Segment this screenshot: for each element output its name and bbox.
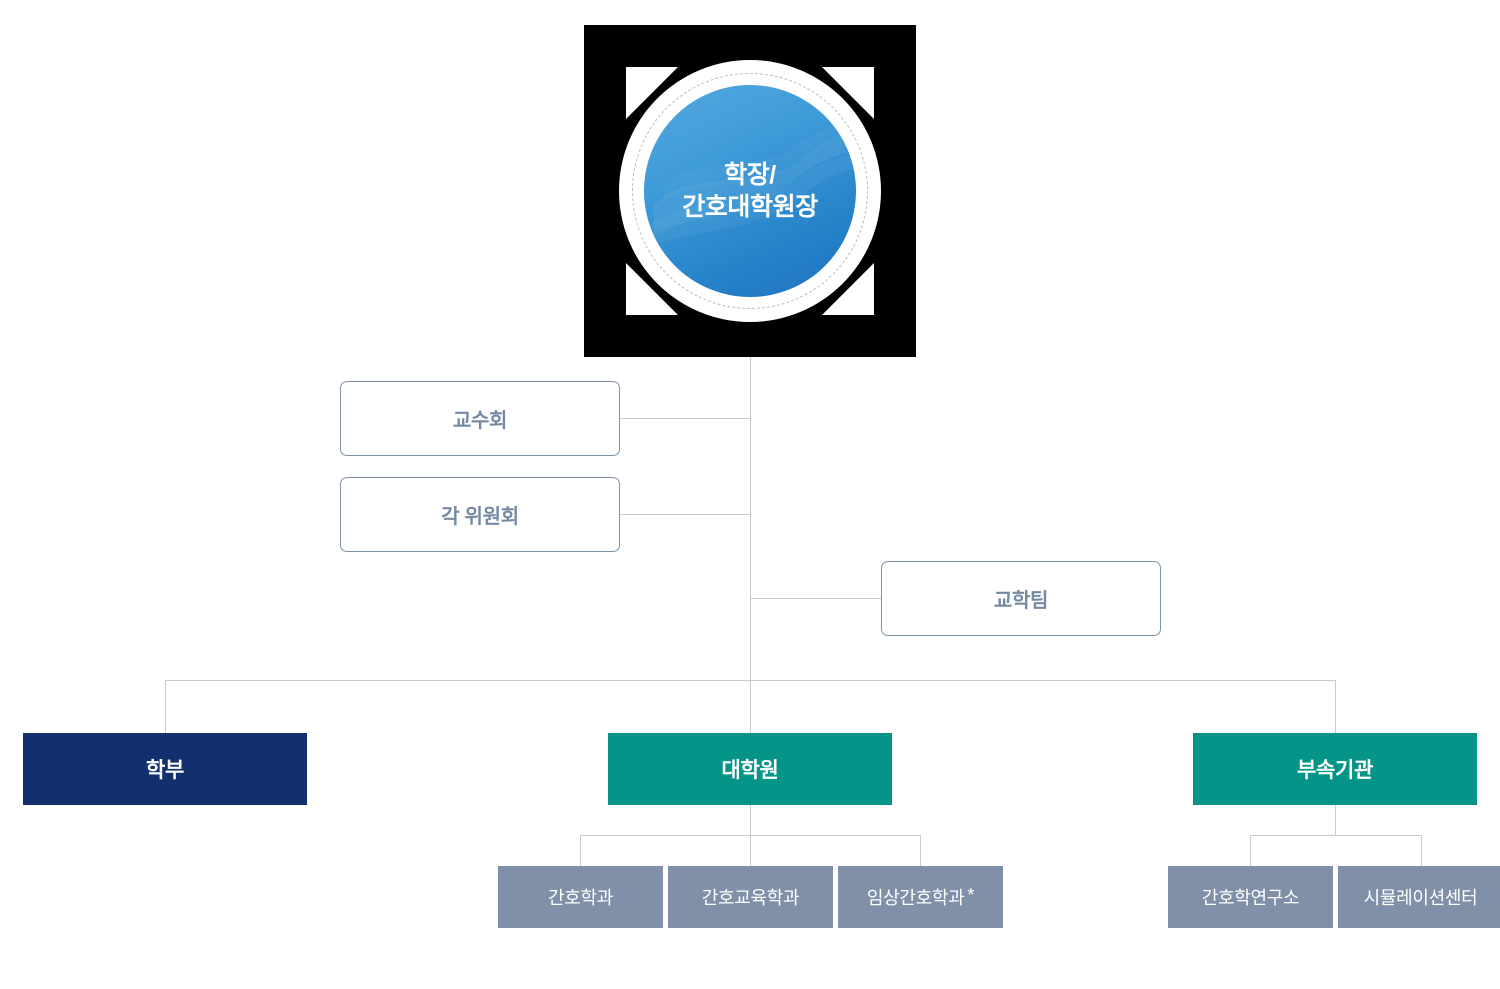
box-graduate-school[interactable]: 대학원 <box>608 733 892 805</box>
box-nursing-department-label: 간호학과 <box>547 888 614 908</box>
box-committees[interactable]: 각 위원회 <box>340 477 620 552</box>
box-nursing-department[interactable]: 간호학과 <box>498 866 663 928</box>
drop-line-nursing-department <box>580 835 581 866</box>
bus-line-affiliated-children <box>1250 835 1421 836</box>
box-nursing-education-department[interactable]: 간호교육학과 <box>668 866 833 928</box>
box-academic-affairs-team[interactable]: 교학팀 <box>881 561 1161 636</box>
box-nursing-education-department-label: 간호교육학과 <box>701 888 800 908</box>
drop-line-simulation-center <box>1421 835 1422 866</box>
box-affiliated-institutions[interactable]: 부속기관 <box>1193 733 1477 805</box>
box-clinical-nursing-department-label: 임상간호학과 <box>866 888 965 908</box>
box-simulation-center-label: 시뮬레이션센터 <box>1363 888 1478 908</box>
box-faculty-council-label: 교수회 <box>452 410 508 432</box>
drop-line-nursing-education-department <box>750 835 751 866</box>
box-undergraduate-label: 학부 <box>145 759 185 782</box>
drop-line-affiliated-bus <box>1335 805 1336 835</box>
box-simulation-center[interactable]: 시뮬레이션센터 <box>1338 866 1500 928</box>
trunk-line-main <box>750 357 751 681</box>
box-graduate-school-label: 대학원 <box>721 759 779 782</box>
drop-line-clinical-nursing-department <box>920 835 921 866</box>
drop-line-undergraduate <box>165 680 166 733</box>
box-undergraduate[interactable]: 학부 <box>23 733 307 805</box>
box-committees-label: 각 위원회 <box>441 506 519 528</box>
drop-line-graduate-bus <box>750 805 751 835</box>
connector-academic-team <box>750 598 881 599</box>
dean-frame: 학장/ 간호대학원장 <box>584 25 916 357</box>
box-clinical-nursing-department[interactable]: 임상간호학과* <box>838 866 1003 928</box>
drop-line-graduate <box>750 680 751 733</box>
box-affiliated-institutions-label: 부속기관 <box>1296 759 1374 782</box>
drop-line-nursing-research-institute <box>1250 835 1251 866</box>
dean-node[interactable]: 학장/ 간호대학원장 <box>644 85 856 297</box>
box-nursing-research-institute[interactable]: 간호학연구소 <box>1168 866 1333 928</box>
drop-line-affiliated <box>1335 680 1336 733</box>
box-faculty-council[interactable]: 교수회 <box>340 381 620 456</box>
dean-ring: 학장/ 간호대학원장 <box>619 60 881 322</box>
connector-faculty-council <box>620 418 751 419</box>
box-academic-affairs-team-label: 교학팀 <box>993 590 1049 612</box>
box-nursing-research-institute-label: 간호학연구소 <box>1201 888 1300 908</box>
connector-committees <box>620 514 751 515</box>
dean-label: 학장/ 간호대학원장 <box>682 161 818 221</box>
